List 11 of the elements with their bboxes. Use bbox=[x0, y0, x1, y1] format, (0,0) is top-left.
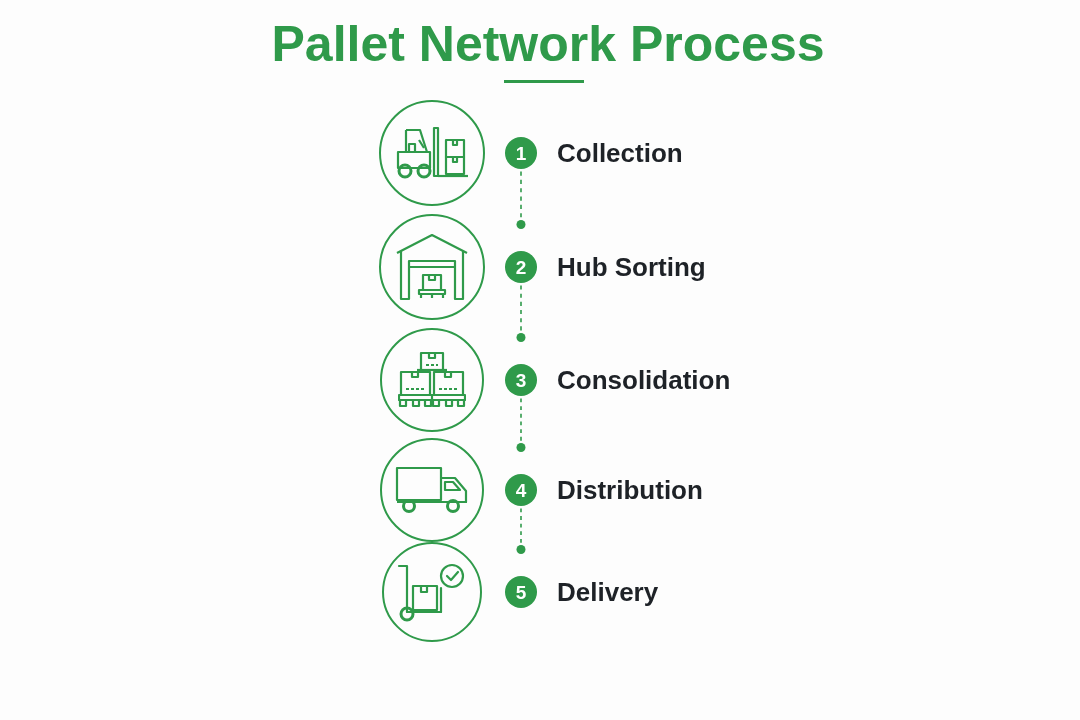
title: Pallet Network Process bbox=[271, 19, 825, 69]
step-label: Delivery bbox=[557, 577, 659, 607]
step-number-badge: 5 bbox=[505, 576, 537, 608]
step-label: Hub Sorting bbox=[557, 252, 706, 282]
step-label: Collection bbox=[557, 138, 683, 168]
step-number-badge: 1 bbox=[505, 137, 537, 169]
step-number-badge: 4 bbox=[505, 474, 537, 506]
step-label: Distribution bbox=[557, 475, 703, 505]
step-number-badge: 3 bbox=[505, 364, 537, 396]
step-label: Consolidation bbox=[557, 365, 731, 395]
step-number-badge: 2 bbox=[505, 251, 537, 283]
